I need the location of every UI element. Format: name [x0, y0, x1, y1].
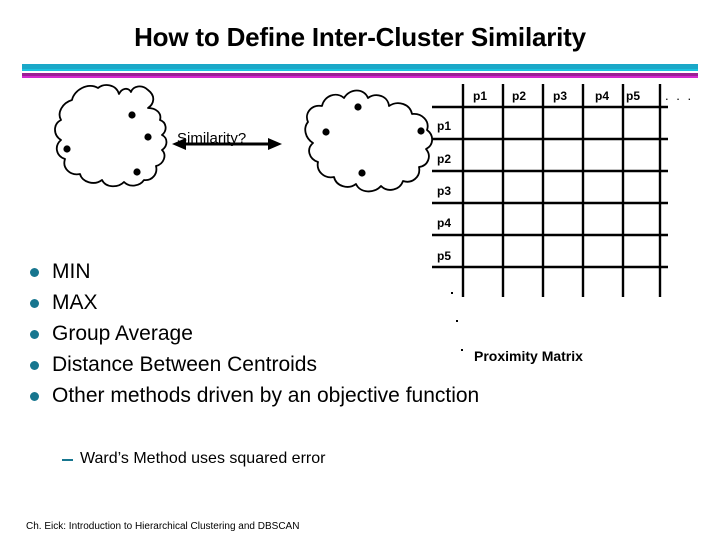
matrix-row-header-p5: p5	[437, 249, 452, 263]
list-item[interactable]: Other methods driven by an objective fun…	[30, 382, 490, 410]
list-item-label: MAX	[52, 291, 98, 314]
matrix-row-ellipsis-dot	[456, 320, 458, 322]
matrix-row-header-p3: p3	[437, 184, 452, 198]
page-title: How to Define Inter-Cluster Similarity	[134, 22, 586, 52]
list-item-label: Other methods driven by an objective fun…	[52, 384, 480, 407]
matrix-row-ellipsis-dot	[451, 292, 453, 294]
cluster-blob-left	[54, 84, 168, 188]
cluster-similarity-diagram	[36, 82, 436, 217]
divider-bar-cyan	[22, 64, 698, 69]
sub-list-item-label: Ward’s Method uses squared error	[80, 450, 326, 467]
bullet-dot-icon	[30, 289, 52, 308]
cluster-point	[133, 168, 141, 176]
matrix-col-header-p2: p2	[512, 89, 527, 103]
matrix-col-header-p5: p5	[626, 89, 641, 103]
matrix-row-header-p4: p4	[437, 216, 452, 230]
divider-bar-magenta	[22, 76, 698, 78]
bullet-dot-icon	[30, 351, 52, 370]
similarity-question-label: Similarity?	[177, 130, 247, 147]
cluster-point	[63, 145, 71, 153]
list-item[interactable]: Group Average	[30, 320, 490, 348]
bullet-dot-icon	[30, 258, 52, 277]
proximity-matrix-grid	[430, 84, 712, 299]
similarity-methods-list: MIN MAX Group Average Distance Between C…	[30, 258, 490, 413]
divider-bar-purple	[22, 73, 698, 77]
cluster-point	[358, 169, 366, 177]
matrix-row-header-p2: p2	[437, 152, 452, 166]
cluster-point	[322, 128, 330, 136]
list-item-label: Distance Between Centroids	[52, 353, 317, 376]
divider-bar-cyan-light	[22, 69, 698, 71]
proximity-matrix-label: Proximity Matrix	[474, 348, 583, 364]
similarity-arrow	[172, 138, 282, 150]
list-item-label: MIN	[52, 260, 91, 283]
slide-footer: Ch. Eick: Introduction to Hierarchical C…	[26, 521, 300, 532]
dash-icon	[62, 448, 80, 461]
list-item-label: Group Average	[52, 322, 193, 345]
cluster-point	[128, 111, 136, 119]
list-item[interactable]: Distance Between Centroids	[30, 351, 490, 379]
matrix-row-header-p1: p1	[437, 119, 452, 133]
cluster-point	[354, 103, 362, 111]
cluster-point	[417, 127, 425, 135]
title-divider	[22, 64, 698, 78]
matrix-col-header-p4: p4	[595, 89, 610, 103]
list-item[interactable]: MAX	[30, 289, 490, 317]
matrix-col-header-p1: p1	[473, 89, 488, 103]
list-item[interactable]: MIN	[30, 258, 490, 286]
matrix-col-header-p3: p3	[553, 89, 568, 103]
matrix-row-ellipsis-dot	[461, 349, 463, 351]
sub-list-item[interactable]: Ward’s Method uses squared error	[62, 448, 325, 470]
cluster-blob-right	[304, 89, 434, 193]
matrix-col-ellipsis: . . .	[665, 88, 694, 103]
bullet-dot-icon	[30, 320, 52, 339]
cluster-point	[144, 133, 152, 141]
bullet-dot-icon	[30, 382, 52, 401]
